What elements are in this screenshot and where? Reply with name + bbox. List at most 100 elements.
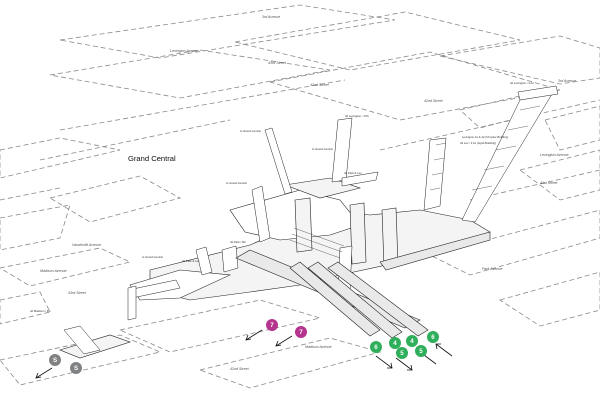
station-title: Grand Central [128, 154, 176, 163]
street-line [379, 99, 600, 151]
route-bullet-label: 4 [410, 338, 414, 345]
route-bullet-circle [295, 326, 307, 338]
route-bullet: 6 [370, 341, 382, 353]
street-label-park-avenue: Park Avenue [482, 267, 502, 271]
block-outline [59, 4, 396, 59]
street-label-42nd-street-right: 42nd Street [424, 99, 444, 103]
route-bullet-circle [70, 362, 82, 374]
annotation-chrysler: Lexington Av & 42 (Chrysler Building) [462, 135, 508, 139]
route-bullet-label: 5 [419, 348, 423, 355]
stair-grand-central-north [264, 127, 293, 195]
arrow-head [245, 334, 252, 341]
route-bullet: 4 [406, 335, 418, 347]
route-bullet-label: 5 [400, 350, 404, 357]
hatch-line [471, 185, 493, 191]
route-bullet-circle [266, 319, 278, 331]
street-grid [0, 4, 600, 389]
annotation-lexington-upper: 42 Lexington / 17th [345, 114, 369, 118]
arrow-lexington-south-2 [395, 357, 413, 371]
stair-west-mid [221, 245, 239, 273]
stair-lexington-long [423, 137, 447, 211]
annotation-park-lex: 42 Park & Lex [344, 171, 362, 175]
block-outline [234, 11, 521, 71]
hatch-line [483, 165, 505, 171]
route-bullet: 7 [266, 319, 278, 331]
route-bullet-label: 7 [270, 322, 274, 329]
annotation-park-ave: 42 Park / 6th [230, 240, 246, 244]
block-outline [49, 49, 331, 99]
arrow-head [275, 340, 282, 347]
platform-lexington-1 [289, 261, 381, 337]
route-bullet: 7 [295, 326, 307, 338]
route-bullet-label: 6 [431, 334, 435, 341]
annotations: 42 Lexington / 3 Av Lexington Av & 42 (C… [30, 81, 534, 313]
street-label-lexington-avenue: Lexington Avenue [170, 49, 199, 53]
block-outline [519, 149, 600, 201]
stair-hatching [289, 105, 541, 259]
route-bullet-label: S [74, 365, 78, 372]
block-outline [439, 35, 600, 85]
block-outline [0, 247, 132, 287]
block-outline [499, 271, 600, 327]
platform-east-track [379, 231, 491, 271]
street-label-41st-street: 41st Street [540, 181, 558, 185]
block-outline [118, 299, 322, 353]
hatch-line [519, 105, 541, 111]
stair-left-vertical [251, 185, 271, 243]
street-label-43rd-street: 43rd Street [268, 61, 287, 65]
route-bullet: 4 [389, 337, 401, 349]
route-bullet-circle [370, 341, 382, 353]
block-outline [459, 95, 541, 129]
hatch-line [291, 233, 343, 253]
route-bullet-circle [396, 347, 408, 359]
stair-third-av-east [461, 93, 553, 223]
route-bullet-label: 7 [299, 329, 303, 336]
stair-west-upper [195, 246, 213, 276]
annotation-third-av-hyatt: 42 Lex / 3 Av (Hyatt Building) [460, 141, 496, 145]
route-bullets: 7 7 6 4 4 6 5 5 [49, 319, 439, 374]
street-label-42nd-street: 42nd Street [310, 83, 330, 87]
shaft-central [294, 197, 313, 253]
upper-concourse [283, 177, 362, 199]
street-line [0, 187, 61, 201]
annotation-madison: 42 Madison / 6th [30, 309, 51, 313]
route-bullet: 5 [396, 347, 408, 359]
hatch-line [429, 187, 441, 191]
platforms [235, 231, 491, 339]
route-bullet-circle [406, 335, 418, 347]
route-bullet-circle [415, 345, 427, 357]
route-bullet-circle [389, 337, 401, 349]
stair-park-lex [341, 171, 379, 187]
route-bullet-label: S [53, 357, 57, 364]
street-label-madison-avenue-left: Madison Avenue [40, 269, 67, 273]
stair-madison-vertical [127, 285, 137, 321]
stair-lower-left [63, 325, 101, 355]
arrow-lexington-south [375, 355, 393, 369]
annotation-lex-3av: 42 Lexington / 3 Av [510, 81, 534, 85]
annotation-to-grand-central: to Grand Central [226, 181, 247, 185]
arrow-lexington-north-2 [435, 343, 453, 357]
street-label-vanderbilt-avenue: Vanderbilt Avenue [72, 243, 101, 247]
block-outline [0, 137, 121, 179]
street-label-lexington-avenue-right: Lexington Avenue [540, 153, 569, 157]
block-outline [544, 105, 600, 151]
arrow-head [407, 364, 413, 371]
block-outline [48, 175, 182, 223]
block-outline [269, 51, 561, 121]
route-bullet: S [70, 362, 82, 374]
arrow-head [387, 362, 393, 369]
route-bullet-label: 4 [393, 340, 397, 347]
arrow-head [35, 372, 42, 379]
block-outline [428, 209, 600, 276]
annotation-to-grand-central: to Grand Central [240, 129, 261, 133]
hatch-line [293, 227, 345, 247]
hatch-line [433, 157, 445, 161]
platform-lexington-3 [327, 261, 429, 337]
route-bullet: S [49, 354, 61, 366]
hatch-line [507, 125, 529, 131]
arrow-shuttle [35, 367, 53, 379]
route-bullet: 6 [427, 331, 439, 343]
arrow-flushing-west-2 [275, 335, 293, 347]
